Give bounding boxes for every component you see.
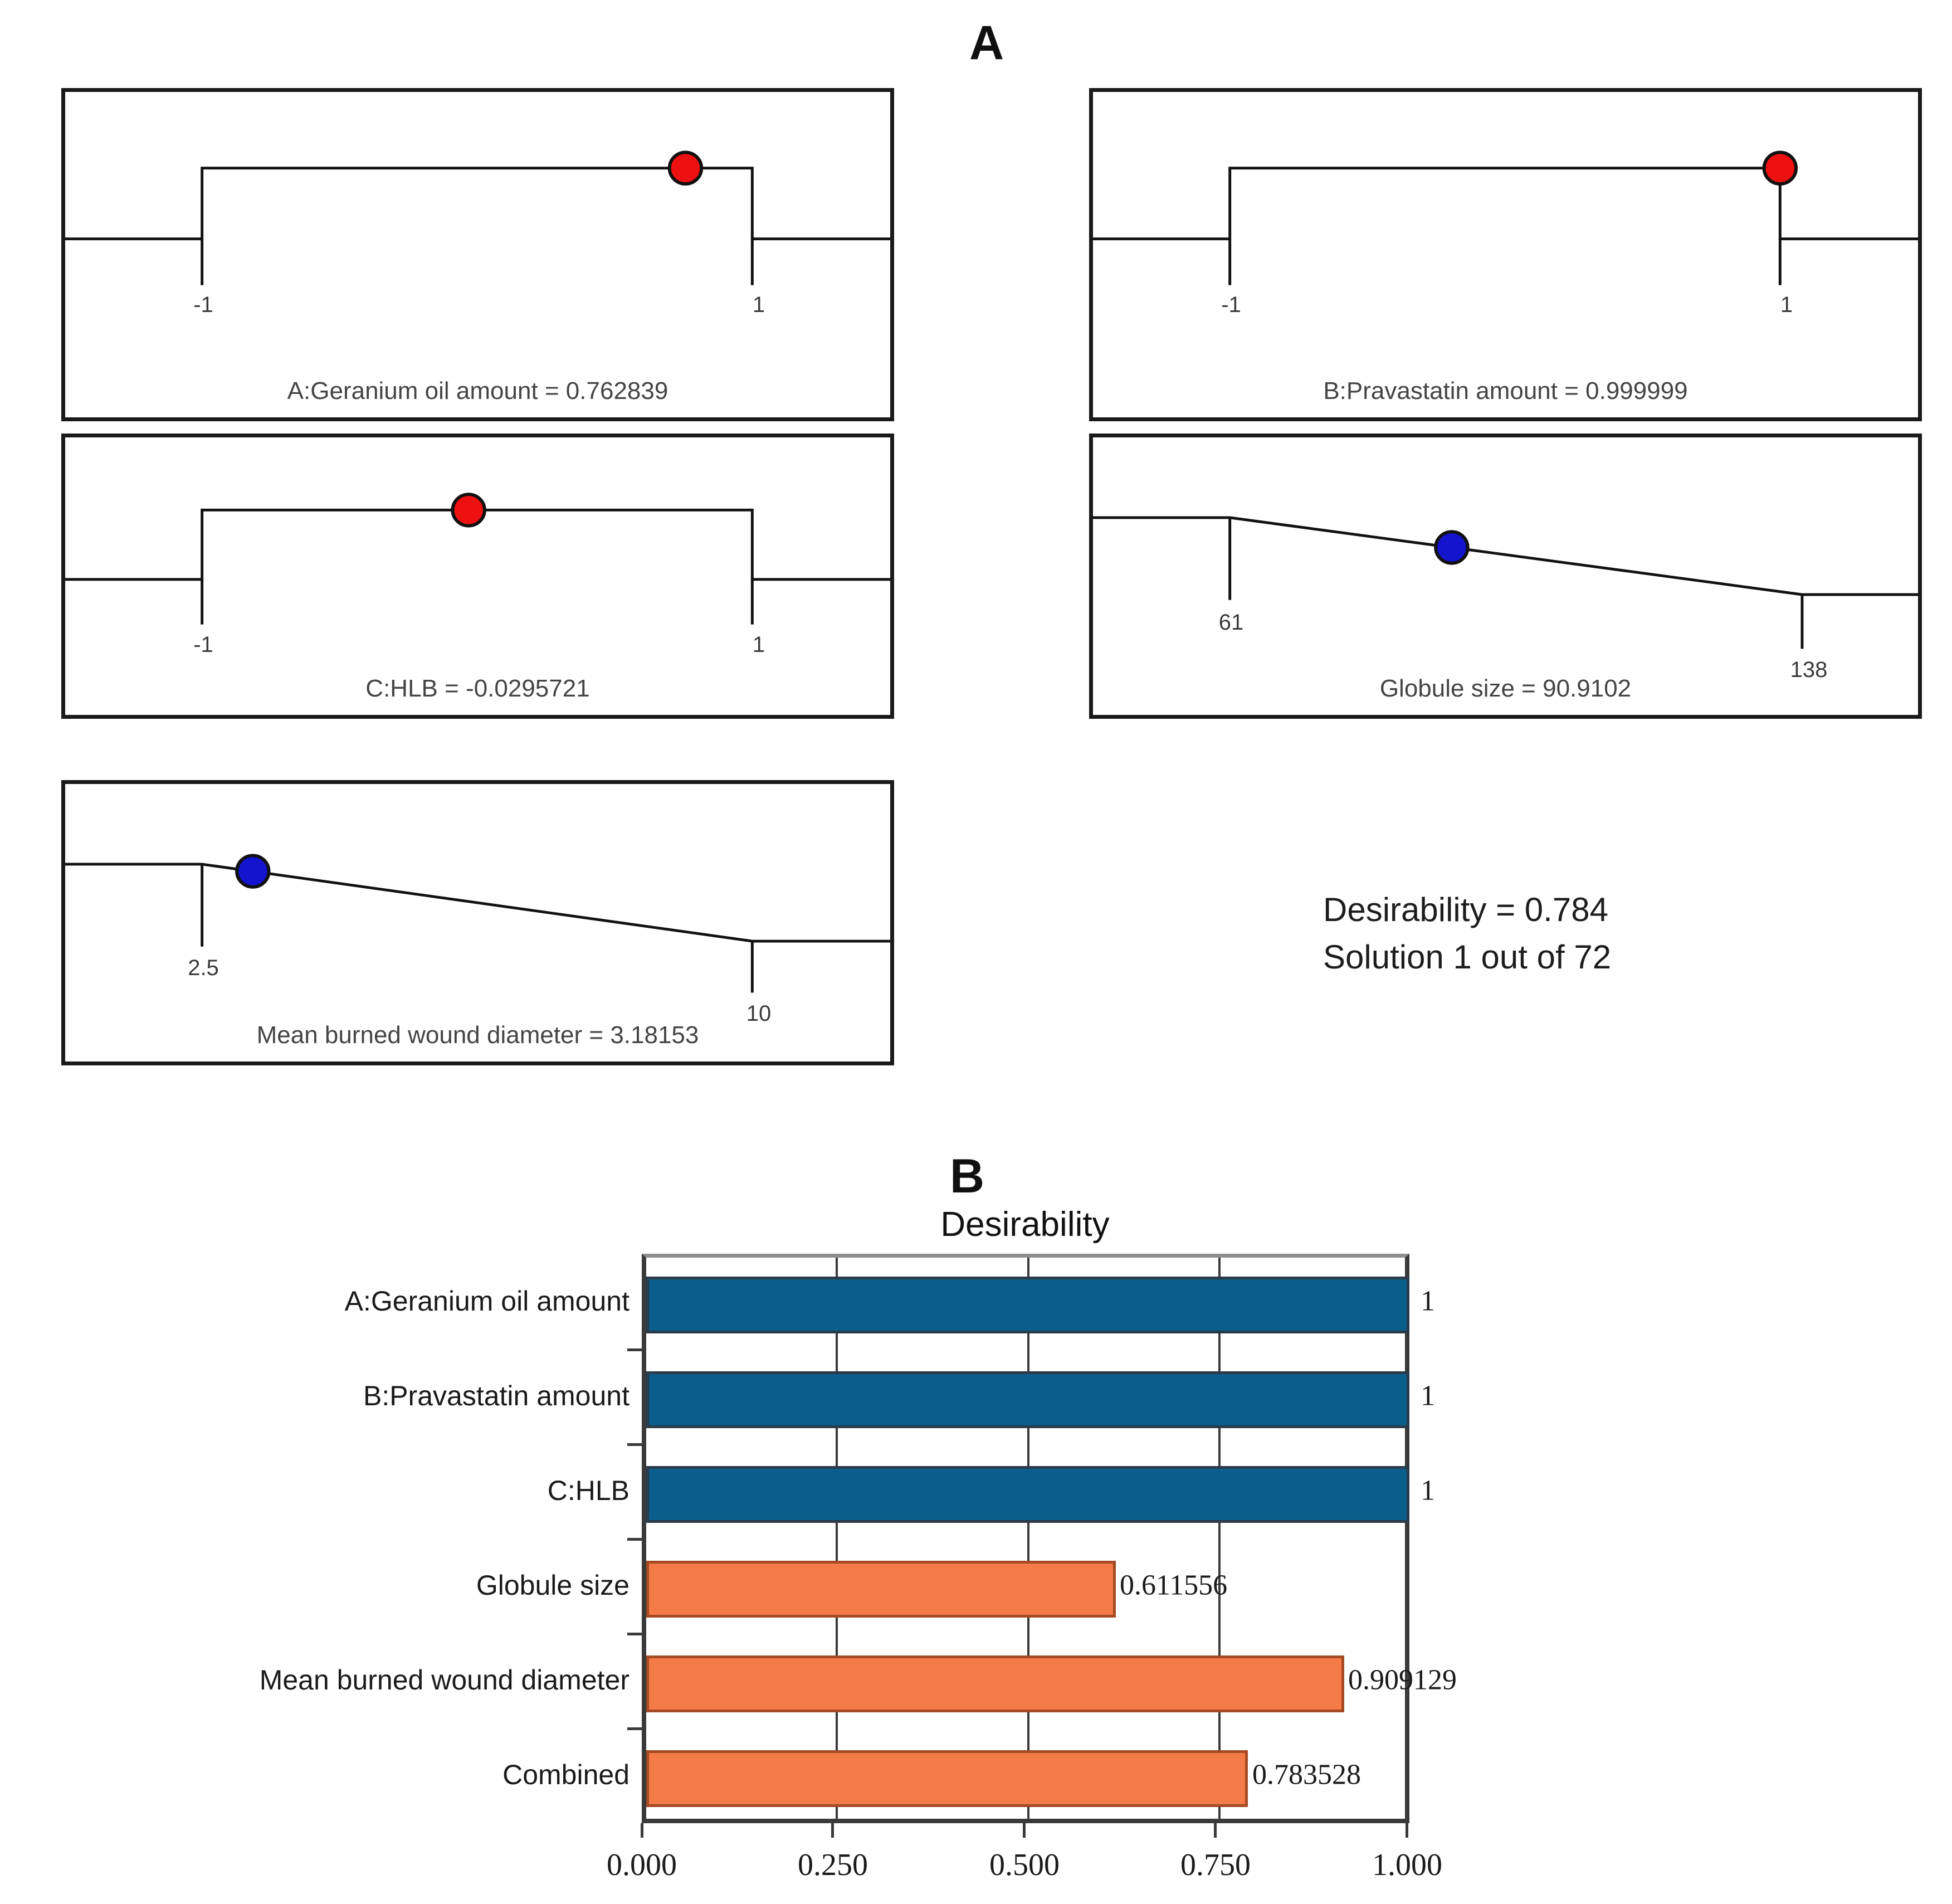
ramp-panel-globule-size: 61 138 Globule size = 90.9102 <box>1089 434 1922 719</box>
ramp-panel-pravastatin: -1 1 B:Pravastatin amount = 0.999999 <box>1089 88 1922 421</box>
ramp-tick-high-wound: 10 <box>746 1001 772 1026</box>
x-tick-label-0000: 0.000 <box>607 1848 677 1882</box>
x-tick-label-0750: 0.750 <box>1180 1848 1251 1882</box>
ramp-curve-hlb <box>65 493 890 625</box>
desirability-summary: Desirability = 0.784 Solution 1 out of 7… <box>1323 886 1611 981</box>
y-axis-tick <box>627 1538 642 1541</box>
x-tick-label-0250: 0.250 <box>798 1848 868 1882</box>
x-tick-label-1000: 1.000 <box>1372 1848 1442 1882</box>
solution-index-line: Solution 1 out of 72 <box>1323 938 1612 976</box>
ramp-panel-hlb: -1 1 C:HLB = -0.0295721 <box>61 434 894 719</box>
ramp-panel-wound-diameter: 2.5 10 Mean burned wound diameter = 3.18… <box>61 780 894 1065</box>
bar-mean-burned-wound-diameter <box>646 1655 1344 1712</box>
bar-value-pravastatin: 1 <box>1421 1380 1435 1412</box>
x-axis-tick <box>1214 1823 1217 1838</box>
bar-value-geranium-oil: 1 <box>1421 1285 1435 1317</box>
desirability-value-line: Desirability = 0.784 <box>1323 891 1608 928</box>
category-label-combined: Combined <box>502 1759 629 1790</box>
chart-title: Desirability <box>940 1205 1110 1244</box>
desirability-bar-chart: Desirability A:Geranium oil amount B:Pra… <box>0 1198 1952 1904</box>
ramp-tick-low-globule: 61 <box>1218 610 1244 635</box>
ramp-tick-high-globule: 138 <box>1790 658 1828 682</box>
bar-value-hlb: 1 <box>1421 1474 1435 1507</box>
ramp-tick-high-hlb: 1 <box>752 632 765 657</box>
x-tick-label-0500: 0.500 <box>989 1848 1060 1882</box>
x-axis-tick <box>1406 1823 1408 1838</box>
category-label-globule-size: Globule size <box>476 1570 629 1601</box>
bar-pravastatin-amount <box>646 1371 1409 1428</box>
ramp-tick-high-pravastatin: 1 <box>1780 293 1793 317</box>
category-label-pravastatin: B:Pravastatin amount <box>363 1380 629 1411</box>
y-axis-tick <box>627 1633 642 1635</box>
category-label-hlb: C:HLB <box>547 1475 629 1506</box>
ramp-curve-wound-diameter <box>65 854 890 993</box>
ramp-curve-geranium-oil <box>65 150 890 285</box>
bar-geranium-oil-amount <box>646 1277 1409 1333</box>
ramp-tick-low-wound: 2.5 <box>188 956 219 980</box>
gridline-0750 <box>1218 1258 1221 1819</box>
ramp-caption-geranium-oil: A:Geranium oil amount = 0.762839 <box>287 377 668 405</box>
ramp-tick-high-geranium: 1 <box>752 293 765 317</box>
y-axis-tick <box>627 1443 642 1446</box>
category-label-wound-diameter: Mean burned wound diameter <box>259 1664 629 1696</box>
x-axis-tick <box>831 1823 834 1838</box>
bar-value-globule-size: 0.611556 <box>1120 1569 1228 1601</box>
ramp-caption-globule-size: Globule size = 90.9102 <box>1379 675 1632 702</box>
panel-b-label: B <box>950 1150 985 1203</box>
bar-hlb <box>646 1466 1409 1523</box>
x-axis-tick <box>1023 1823 1026 1838</box>
x-axis-tick <box>641 1823 643 1838</box>
ramp-caption-pravastatin: B:Pravastatin amount = 0.999999 <box>1323 377 1688 405</box>
ramp-curve-globule-size <box>1093 516 1918 649</box>
gridline-0250 <box>836 1258 838 1819</box>
ramp-panel-geranium-oil: -1 1 A:Geranium oil amount = 0.762839 <box>61 88 894 421</box>
bar-globule-size <box>646 1561 1116 1618</box>
y-axis-tick <box>627 1348 642 1351</box>
gridline-0500 <box>1027 1258 1029 1819</box>
bar-value-combined: 0.783528 <box>1252 1759 1361 1791</box>
plot-area <box>642 1254 1409 1823</box>
ramp-curve-pravastatin <box>1093 150 1918 285</box>
bar-combined <box>646 1750 1248 1807</box>
ramp-caption-hlb: C:HLB = -0.0295721 <box>365 675 590 702</box>
ramp-tick-low-pravastatin: -1 <box>1221 293 1241 317</box>
ramp-tick-low-geranium: -1 <box>193 293 213 317</box>
y-axis-tick <box>627 1727 642 1730</box>
panel-a-label: A <box>969 16 1005 70</box>
ramp-caption-wound-diameter: Mean burned wound diameter = 3.18153 <box>256 1021 699 1049</box>
bar-value-wound-diameter: 0.909129 <box>1348 1664 1457 1696</box>
ramp-tick-low-hlb: -1 <box>193 632 213 657</box>
category-label-geranium-oil: A:Geranium oil amount <box>344 1285 629 1317</box>
